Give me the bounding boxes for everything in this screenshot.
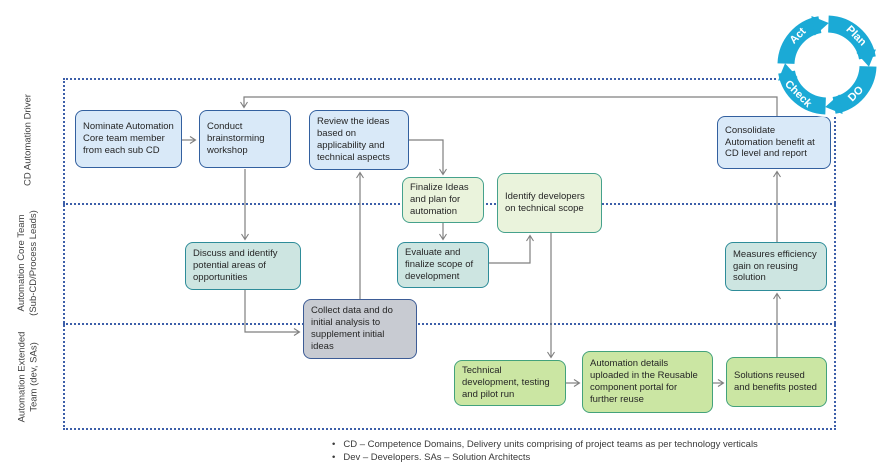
pdca-background-disc [775,13,879,117]
pdca-do-arrow [825,65,877,115]
lane-divider-2 [63,323,836,325]
pdca-cycle-badge: Act Plan DO Check [775,13,879,117]
footnotes: • CD – Competence Domains, Delivery unit… [332,438,882,465]
flow-box-finalize-ideas: Finalize Ideas and plan for automation [402,177,484,223]
flow-box-nominate: Nominate Automation Core team member fro… [75,110,182,168]
footnote-dev-text: Dev – Developers. SAs – Solution Archite… [343,452,531,464]
footnote-dev: • Dev – Developers. SAs – Solution Archi… [332,451,882,464]
bullet-icon: • [332,452,336,464]
bullet-icon: • [332,439,336,450]
pdca-act-arrow [777,15,829,65]
flow-box-evaluate-scope: Evaluate and finalize scope of developme… [397,242,489,288]
flow-box-discuss-opportunities: Discuss and identify potential areas of … [185,242,301,290]
flow-box-conduct-workshop: Conduct brainstorming workshop [199,110,291,168]
pdca-plan-arrow [827,15,877,67]
pdca-check-arrow [777,63,827,115]
flow-box-consolidate-benefit: Consolidate Automation benefit at CD lev… [717,116,831,169]
flow-box-technical-development: Technical development, testing and pilot… [454,360,566,406]
footnote-cd: • CD – Competence Domains, Delivery unit… [332,438,882,451]
flow-box-solutions-reused: Solutions reused and benefits posted [726,357,827,407]
flow-box-upload-portal: Automation details uploaded in the Reusa… [582,351,713,413]
diagram-frame [63,78,836,430]
flow-box-review-ideas: Review the ideas based on applicability … [309,110,409,170]
flow-box-identify-developers: Identify developers on technical scope [497,173,602,233]
flow-box-measures-efficiency: Measures efficiency gain on reusing solu… [725,242,827,291]
flow-box-collect-data: Collect data and do initial analysis to … [303,299,417,359]
footnote-cd-text: CD – Competence Domains, Delivery units … [343,439,758,450]
